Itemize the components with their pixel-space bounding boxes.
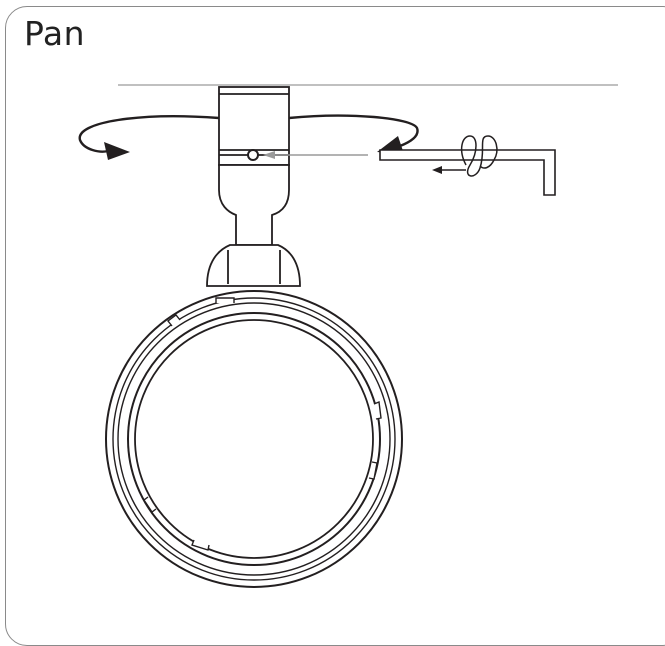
hex-key: [379, 135, 556, 196]
guide-arrow: [263, 151, 368, 159]
panel-title: Pan: [24, 14, 86, 53]
pan-adjustment-illustration: [78, 84, 618, 588]
lens-ring: [105, 290, 403, 588]
diagram-panel: [5, 6, 665, 646]
set-screw: [247, 149, 259, 161]
swivel-arm: [206, 164, 301, 287]
